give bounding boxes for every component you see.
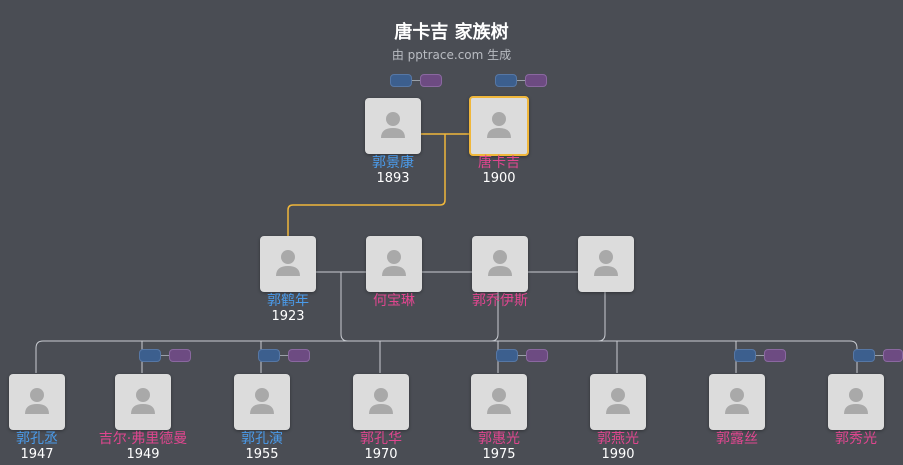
expand-down-button[interactable] bbox=[883, 349, 903, 362]
expand-down-button[interactable] bbox=[288, 349, 310, 362]
page-subtitle: 由 pptrace.com 生成 bbox=[391, 48, 512, 62]
avatar[interactable] bbox=[472, 236, 528, 292]
expand-up-button[interactable] bbox=[390, 74, 412, 87]
avatar[interactable] bbox=[709, 374, 765, 430]
person-name[interactable]: 郭露丝 bbox=[716, 431, 758, 447]
avatar[interactable] bbox=[115, 374, 171, 430]
person-name[interactable]: 郭孔华 bbox=[360, 431, 402, 447]
person-name[interactable]: 唐卡吉 bbox=[478, 155, 520, 171]
expand-up-button[interactable] bbox=[258, 349, 280, 362]
person-birth-year: 1970 bbox=[364, 447, 398, 462]
expand-ancestors-control[interactable] bbox=[390, 74, 442, 87]
expand-up-button[interactable] bbox=[496, 349, 518, 362]
person-name[interactable]: 吉尔·弗里德曼 bbox=[98, 431, 188, 447]
person-name[interactable]: 郭孔丞 bbox=[16, 431, 58, 447]
avatar[interactable] bbox=[828, 374, 884, 430]
person-card[interactable]: 何宝琳 bbox=[339, 236, 449, 320]
page-title: 唐卡吉 家族树 bbox=[394, 22, 509, 43]
avatar[interactable] bbox=[578, 236, 634, 292]
person-birth-year: 1975 bbox=[482, 447, 516, 462]
expand-ancestors-control[interactable] bbox=[139, 349, 191, 362]
expand-ancestors-control[interactable] bbox=[734, 349, 786, 362]
expand-up-button[interactable] bbox=[139, 349, 161, 362]
expand-down-button[interactable] bbox=[764, 349, 786, 362]
person-name[interactable]: 郭孔演 bbox=[241, 431, 283, 447]
avatar[interactable] bbox=[365, 98, 421, 154]
person-card[interactable] bbox=[551, 236, 661, 320]
person-name[interactable]: 郭景康 bbox=[372, 155, 414, 171]
expand-down-button[interactable] bbox=[526, 349, 548, 362]
expand-down-button[interactable] bbox=[420, 74, 442, 87]
expand-down-button[interactable] bbox=[525, 74, 547, 87]
person-name[interactable]: 郭燕光 bbox=[597, 431, 639, 447]
expand-ancestors-control[interactable] bbox=[496, 349, 548, 362]
expand-down-button[interactable] bbox=[169, 349, 191, 362]
expand-up-button[interactable] bbox=[734, 349, 756, 362]
avatar[interactable] bbox=[9, 374, 65, 430]
person-name[interactable]: 郭乔伊斯 bbox=[472, 293, 528, 309]
expand-ancestors-control[interactable] bbox=[495, 74, 547, 87]
person-name[interactable]: 郭惠光 bbox=[478, 431, 520, 447]
person-card[interactable]: 郭秀光 bbox=[801, 374, 903, 458]
avatar[interactable] bbox=[471, 374, 527, 430]
person-name[interactable]: 郭鹤年 bbox=[267, 293, 309, 309]
avatar[interactable] bbox=[366, 236, 422, 292]
person-birth-year: 1900 bbox=[482, 171, 516, 186]
person-birth-year: 1990 bbox=[601, 447, 635, 462]
person-birth-year: 1955 bbox=[245, 447, 279, 462]
expand-up-button[interactable] bbox=[495, 74, 517, 87]
person-card[interactable]: 郭露丝 bbox=[682, 374, 792, 458]
avatar[interactable] bbox=[234, 374, 290, 430]
person-birth-year: 1949 bbox=[126, 447, 160, 462]
person-name[interactable]: 郭秀光 bbox=[835, 431, 877, 447]
person-birth-year: 1947 bbox=[20, 447, 54, 462]
avatar[interactable] bbox=[469, 96, 529, 156]
person-birth-year: 1893 bbox=[376, 171, 410, 186]
expand-up-button[interactable] bbox=[853, 349, 875, 362]
avatar[interactable] bbox=[353, 374, 409, 430]
person-card[interactable]: 郭乔伊斯 bbox=[445, 236, 555, 320]
expand-ancestors-control[interactable] bbox=[853, 349, 903, 362]
avatar[interactable] bbox=[260, 236, 316, 292]
person-name[interactable]: 何宝琳 bbox=[373, 293, 415, 309]
person-birth-year: 1923 bbox=[271, 309, 305, 324]
avatar[interactable] bbox=[590, 374, 646, 430]
expand-ancestors-control[interactable] bbox=[258, 349, 310, 362]
